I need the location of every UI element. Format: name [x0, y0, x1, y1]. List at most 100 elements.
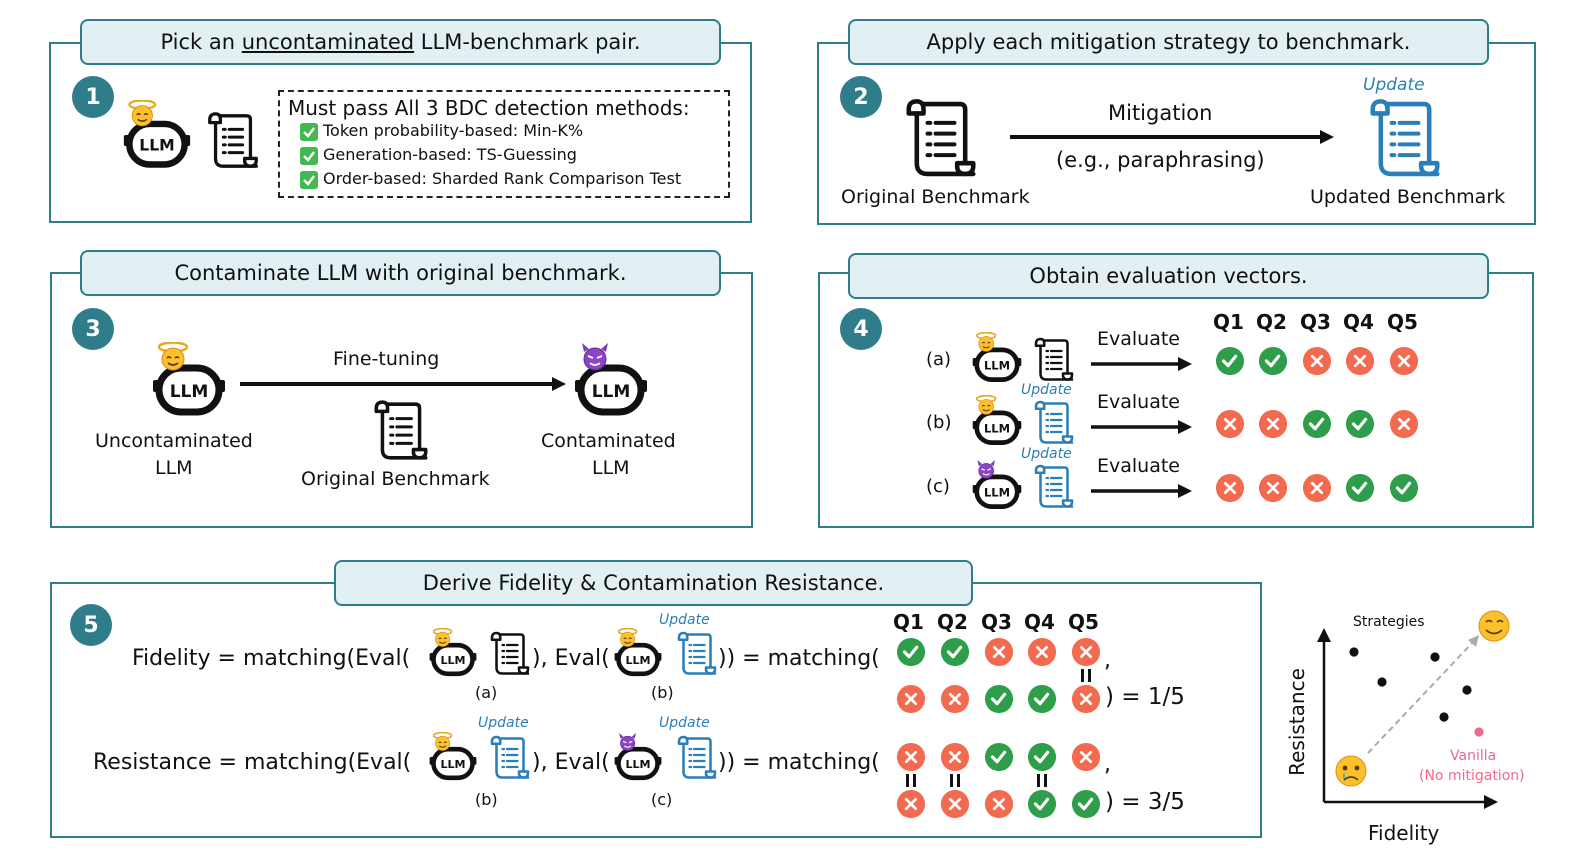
- panel-4-title: Obtain evaluation vectors.: [848, 253, 1489, 299]
- eval-row-label: (b): [926, 412, 952, 433]
- fine-tuning-label: Fine-tuning: [333, 348, 440, 370]
- correct-check-icon: [1345, 473, 1375, 503]
- resistance-sub-b: (b): [475, 790, 498, 809]
- resistance-scroll-c-icon: [673, 734, 721, 782]
- svg-text:LLM: LLM: [984, 358, 1010, 372]
- equality-mark: [950, 774, 960, 787]
- correct-check-icon: [984, 742, 1014, 772]
- wrong-cross-icon: [984, 789, 1014, 819]
- resistance-suffix: )) = matching(: [718, 750, 880, 775]
- svg-text:LLM: LLM: [625, 758, 650, 771]
- question-header: Q5: [1387, 310, 1418, 334]
- eval-row-label: (a): [926, 349, 952, 370]
- sad-face-icon: [1335, 755, 1367, 787]
- updated-benchmark-label: Updated Benchmark: [1310, 186, 1506, 208]
- wrong-cross-icon: [1071, 637, 1101, 667]
- question-header: Q2: [937, 610, 968, 634]
- resistance-formula-prefix: Resistance = matching(Eval(: [93, 750, 412, 775]
- uncontaminated-llm-label: LLM: [155, 457, 193, 479]
- fidelity-llm-b-icon: LLM: [612, 627, 664, 678]
- evaluate-label: Evaluate: [1097, 328, 1180, 350]
- correct-check-icon: [1071, 789, 1101, 819]
- step-2-badge: 2: [840, 76, 882, 118]
- happy-face-icon: [1478, 610, 1510, 642]
- correct-check-icon: [940, 637, 970, 667]
- contaminated-llm-label: LLM: [592, 457, 630, 479]
- detection-methods-box: [278, 90, 730, 198]
- resistance-comma: ,: [1104, 752, 1111, 777]
- contaminated-llm-icon: LLM: [570, 342, 652, 418]
- step-5-badge: 5: [70, 604, 112, 646]
- update-tag: Update: [1021, 382, 1072, 398]
- correct-check-icon: [984, 684, 1014, 714]
- svg-text:LLM: LLM: [139, 136, 175, 155]
- correct-check-icon: [1258, 346, 1288, 376]
- diagonal-trend-line: [1367, 639, 1476, 754]
- resistance-sub-c: (c): [651, 790, 673, 809]
- contaminated-llm-icon: LLM: [970, 459, 1024, 511]
- strategy-point: [1430, 652, 1440, 662]
- question-header: Q4: [1343, 310, 1374, 334]
- resistance-mid: ), Eval(: [532, 750, 610, 775]
- wrong-cross-icon: [940, 684, 970, 714]
- svg-text:LLM: LLM: [625, 654, 650, 667]
- diagonal-trend-arrowhead: [1468, 635, 1479, 647]
- correct-check-icon: [1215, 346, 1245, 376]
- question-header: Q3: [1300, 310, 1331, 334]
- wrong-cross-icon: [1345, 346, 1375, 376]
- wrong-cross-icon: [896, 742, 926, 772]
- correct-check-icon: [1302, 409, 1332, 439]
- fidelity-formula-prefix: Fidelity = matching(Eval(: [132, 646, 411, 671]
- original-benchmark-scroll-icon: [898, 96, 984, 182]
- plot-title: Strategies: [1353, 614, 1425, 630]
- svg-text:LLM: LLM: [984, 421, 1010, 435]
- fidelity-update-tag: Update: [659, 612, 710, 628]
- strategy-point: [1439, 712, 1449, 722]
- svg-text:LLM: LLM: [592, 382, 631, 402]
- wrong-cross-icon: [1302, 346, 1332, 376]
- step-1-badge: 1: [72, 76, 114, 118]
- wrong-cross-icon: [1215, 409, 1245, 439]
- wrong-cross-icon: [896, 684, 926, 714]
- fidelity-mid: ), Eval(: [532, 646, 610, 671]
- wrong-cross-icon: [1258, 409, 1288, 439]
- svg-text:LLM: LLM: [440, 654, 465, 667]
- wrong-cross-icon: [896, 789, 926, 819]
- updated-benchmark-scroll-icon: [1030, 399, 1078, 447]
- mitigation-example-label: (e.g., paraphrasing): [1056, 148, 1265, 172]
- wrong-cross-icon: [1027, 637, 1057, 667]
- x-axis-label: Fidelity: [1368, 821, 1440, 845]
- updated-benchmark-scroll-icon: [1030, 463, 1078, 511]
- resistance-result: ) = 3/5: [1105, 789, 1185, 815]
- green-check-icon: [300, 123, 318, 141]
- wrong-cross-icon: [1215, 473, 1245, 503]
- correct-check-icon: [896, 637, 926, 667]
- fidelity-scroll-b-icon: [673, 630, 721, 678]
- vanilla-point: [1474, 727, 1484, 737]
- eval-row-label: (c): [926, 476, 950, 497]
- wrong-cross-icon: [940, 742, 970, 772]
- question-header: Q2: [1256, 310, 1287, 334]
- y-axis-label: Resistance: [1284, 668, 1309, 776]
- panel-5-title: Derive Fidelity & Contamination Resistan…: [334, 560, 973, 606]
- svg-text:LLM: LLM: [984, 485, 1010, 499]
- correct-check-icon: [1027, 789, 1057, 819]
- wrong-cross-icon: [1258, 473, 1288, 503]
- uncontaminated-llm-icon: LLM: [970, 331, 1024, 384]
- question-header: Q1: [893, 610, 924, 634]
- resistance-update-tag-b: Update: [478, 715, 529, 731]
- wrong-cross-icon: [1302, 473, 1332, 503]
- resistance-llm-c-icon: LLM: [612, 732, 664, 782]
- original-benchmark-label: Original Benchmark: [841, 186, 1030, 208]
- detection-box-title: Must pass All 3 BDC detection methods:: [288, 96, 690, 120]
- wrong-cross-icon: [1071, 742, 1101, 772]
- evaluate-label: Evaluate: [1097, 391, 1180, 413]
- y-axis-arrowhead: [1317, 628, 1331, 642]
- benchmark-scroll-icon: [202, 110, 264, 172]
- fine-tuning-arrow: [240, 375, 566, 393]
- llm-angel-icon: LLM: [120, 99, 194, 170]
- panel-fidelity-resistance: [50, 582, 1262, 838]
- mitigation-label: Mitigation: [1108, 101, 1213, 125]
- green-check-icon: [300, 147, 318, 165]
